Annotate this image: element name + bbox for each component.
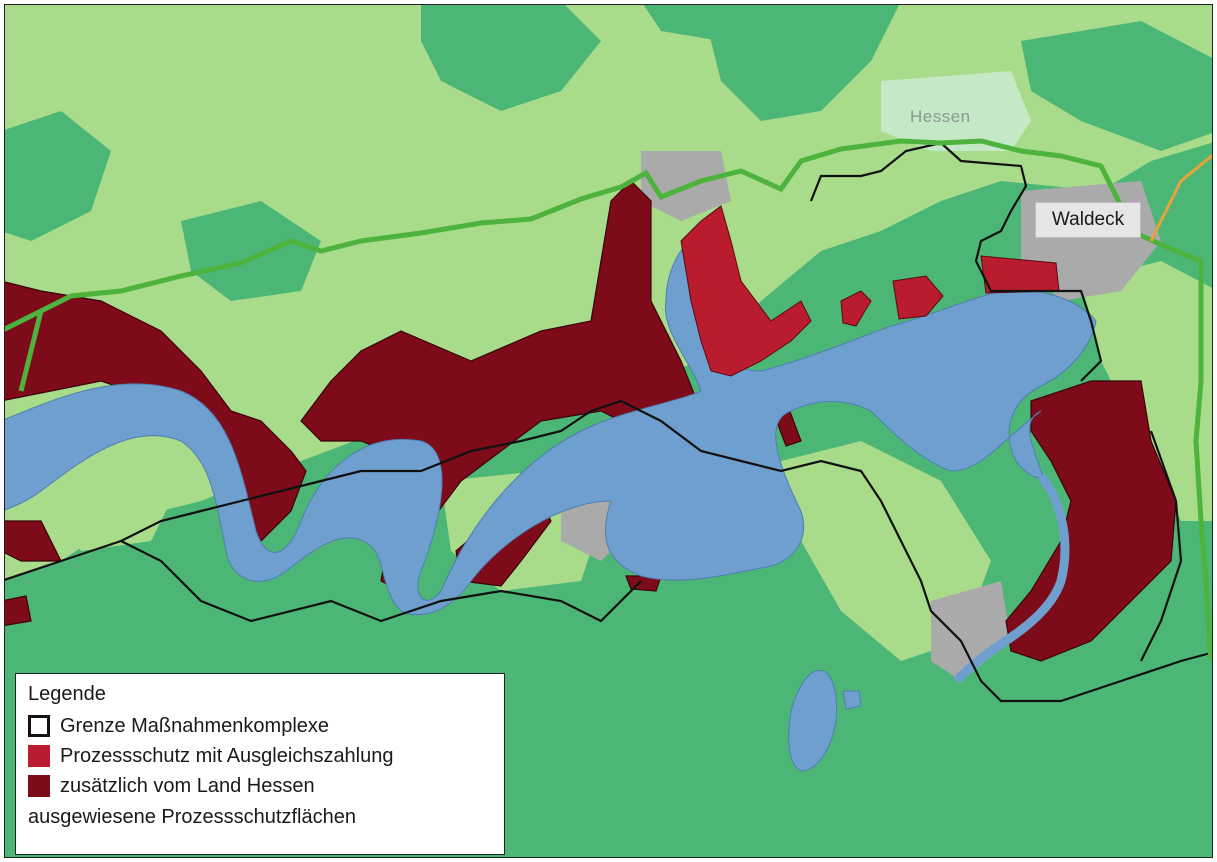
forest-patch-mid: [181, 201, 321, 301]
measure-complex-boundary-north: [809, 141, 1103, 382]
forest-patch-west: [5, 111, 111, 241]
forest-patch-north-3: [1021, 21, 1212, 151]
legend-item-continuation: ausgewiesene Prozessschutzflächen: [28, 806, 356, 828]
forest-patch-north-2: [702, 5, 899, 121]
region-label-hessen: Hessen: [910, 107, 971, 126]
hessen-light-area: [881, 71, 1031, 151]
measure-complex-boundary-south: [5, 399, 1212, 703]
map-legend: Legende Grenze Maßnahmenkomplexe Prozess…: [15, 673, 505, 855]
legend-swatch-darkred: [28, 775, 50, 797]
measure-complex-boundary-east: [1140, 430, 1183, 662]
hessen-admin-boundary: [5, 138, 1212, 662]
town-label-waldeck: Waldeck: [1035, 202, 1141, 238]
additional-protection-small-sw: [5, 595, 32, 626]
protection-compensation-2: [840, 290, 872, 327]
map-frame[interactable]: Hessen Waldeck Legende Grenze Maßnahmenk…: [4, 4, 1213, 858]
open-land-east: [1081, 261, 1212, 521]
legend-item-label: zusätzlich vom Land Hessen: [60, 775, 315, 797]
edersee-lake: [5, 240, 1097, 616]
forest-patch-north-1: [421, 5, 601, 111]
legend-swatch-outline: [28, 715, 50, 737]
legend-item-label: Grenze Maßnahmenkomplexe: [60, 715, 330, 737]
road-east: [1149, 153, 1212, 242]
legend-title: Legende: [28, 683, 106, 705]
pond-south-1: [788, 669, 838, 772]
legend-item-label: Prozessschutz mit Ausgleichszahlung: [60, 745, 394, 767]
map-canvas[interactable]: [5, 5, 1213, 858]
measure-complex-boundary-west-loop: [120, 540, 642, 623]
legend-item-boundary: Grenze Maßnahmenkomplexe: [28, 711, 494, 741]
protection-compensation-1: [680, 205, 812, 377]
additional-protection-east: [1005, 380, 1177, 662]
legend-item-additional: zusätzlich vom Land Hessen: [28, 771, 494, 801]
hessen-admin-boundary-west: [18, 310, 44, 392]
legend-swatch-red: [28, 745, 50, 767]
legend-item-compensation: Prozessschutz mit Ausgleichszahlung: [28, 741, 494, 771]
protection-compensation-3: [892, 275, 944, 320]
pond-south-2: [842, 690, 862, 710]
additional-protection-small-west: [5, 520, 62, 562]
